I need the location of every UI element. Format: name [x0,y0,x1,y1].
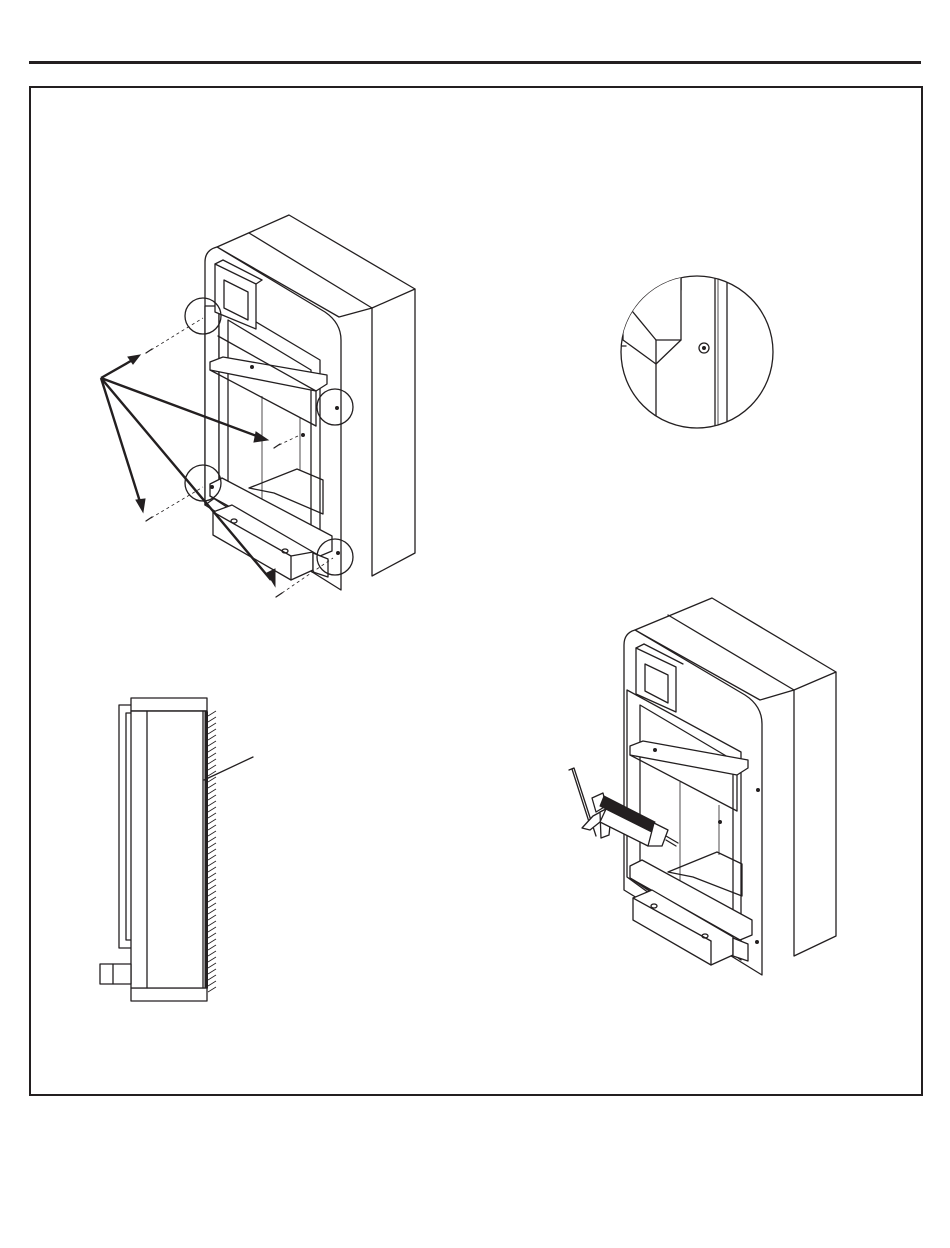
caulk-gun-figure [0,0,950,1248]
